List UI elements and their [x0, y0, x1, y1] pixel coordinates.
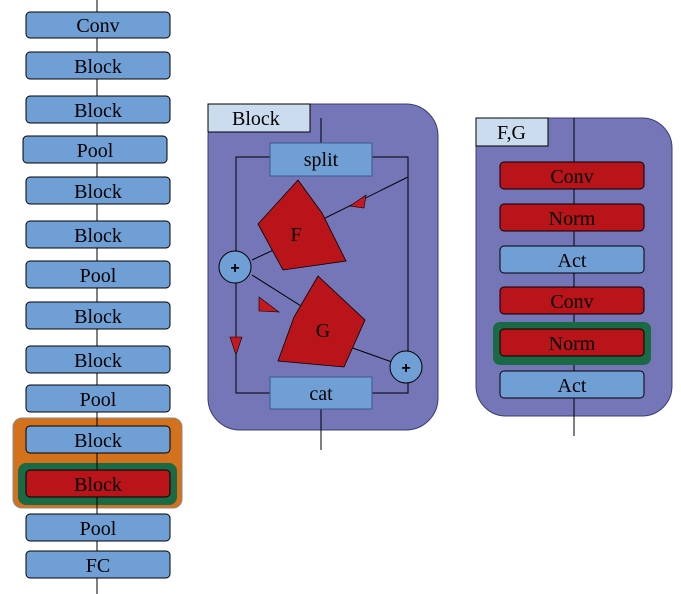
block-panel-title: Block: [232, 108, 280, 130]
net-layer-block-label: Block: [74, 56, 122, 78]
split-label: split: [304, 149, 339, 171]
block-panel-background: [207, 103, 439, 431]
net-layer-block: [25, 220, 171, 249]
fg-layer-norm-label: Norm: [549, 208, 596, 230]
net-layer-block-label: Block: [74, 306, 122, 328]
net-layer-pool-label: Pool: [80, 518, 117, 540]
cat-box: [269, 376, 373, 410]
add-node-left-symbol: +: [230, 260, 239, 277]
net-layer-block-label: Block: [74, 100, 122, 122]
fg-panel: F,G Conv Norm Act Conv Norm Act: [475, 117, 673, 436]
arrowhead-down: [229, 336, 243, 356]
net-layer-block-label: Block: [74, 430, 122, 452]
net-layer-pool-label: Pool: [80, 265, 117, 287]
split-box: [269, 142, 373, 177]
fg-layer-conv: [499, 286, 645, 315]
right-path-line: [372, 156, 409, 394]
fg-panel-title-tab: [475, 117, 549, 147]
g-function-shape: [277, 275, 366, 368]
net-layer-block: [25, 95, 171, 124]
net-layer-pool: [25, 384, 171, 413]
fg-layer-conv: [499, 161, 645, 190]
arrowhead-to-g: [258, 296, 280, 313]
cat-label: cat: [309, 383, 333, 405]
add-node-right: [389, 350, 423, 384]
net-layer-block-label: Block: [74, 225, 122, 247]
net-layer-fc-label: FC: [86, 555, 110, 577]
net-layer-pool-label: Pool: [80, 389, 117, 411]
f-function-shape: [257, 179, 347, 271]
net-layer-block-highlighted: [25, 425, 171, 454]
fg-layer-norm-selected: [499, 328, 645, 357]
net-layer-block-label: Block: [74, 474, 122, 496]
block-panel: Block F G + + split cat: [207, 103, 439, 450]
net-layer-block: [25, 301, 171, 330]
net-layer-block-label: Block: [74, 181, 122, 203]
fg-panel-title: F,G: [497, 122, 526, 144]
fg-layer-act-label: Act: [558, 375, 587, 397]
net-layer-block-selected: [25, 469, 171, 498]
net-layer-block-label: Block: [74, 350, 122, 372]
net-layer-pool: [25, 260, 171, 289]
net-layer-block: [25, 51, 171, 80]
net-layer-conv-label: Conv: [76, 15, 119, 37]
fg-layer-norm-label: Norm: [549, 333, 596, 355]
fg-layer-act-label: Act: [558, 250, 587, 272]
net-layer-block: [25, 345, 171, 374]
net-layer-fc: [25, 550, 171, 579]
net-layer-block: [25, 176, 171, 205]
network-column: Conv Block Block Pool Block Block Pool B…: [12, 0, 183, 594]
net-layer-conv: [25, 11, 171, 39]
fg-layer-conv-label: Conv: [550, 166, 593, 188]
fg-layer-act: [499, 245, 645, 274]
arrowhead-to-f: [349, 194, 367, 209]
net-layer-pool-label: Pool: [77, 140, 114, 162]
fg-layer-norm: [499, 203, 645, 232]
fg-layer-act: [499, 370, 645, 399]
f-function-label: F: [290, 224, 301, 246]
net-layer-pool: [22, 135, 168, 164]
block-panel-title-tab: [207, 103, 311, 133]
g-function-label: G: [316, 320, 330, 342]
net-layer-pool: [25, 513, 171, 542]
fg-layer-conv-label: Conv: [550, 291, 593, 313]
add-node-right-symbol: +: [401, 360, 410, 377]
add-node-left: [218, 250, 252, 284]
